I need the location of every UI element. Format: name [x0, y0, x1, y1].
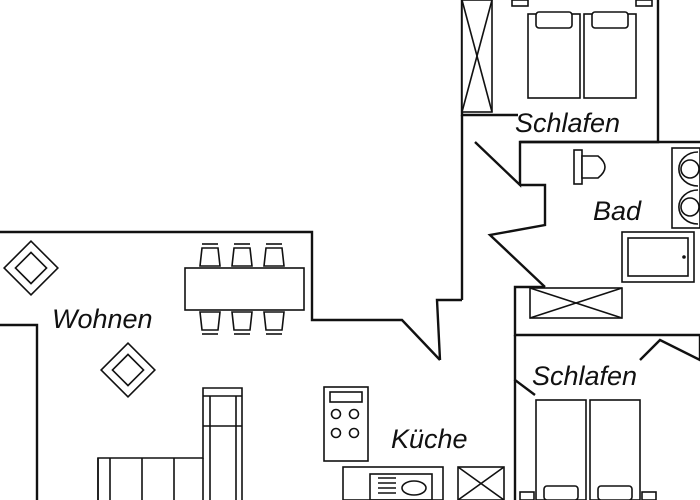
armchair-top [2, 239, 60, 297]
wardrobe-top [461, 0, 493, 113]
room-label-schlafen-bottom: Schlafen [532, 361, 637, 391]
double-bed-bottom [519, 399, 657, 500]
corner-sofa [97, 387, 243, 500]
stove [323, 386, 369, 462]
room-label-schlafen-top: Schlafen [515, 108, 620, 138]
dining-table [184, 243, 305, 335]
toilet [573, 149, 606, 185]
room-label-kueche: Küche [391, 424, 468, 454]
bathtub [621, 231, 695, 283]
armchair-bottom [99, 341, 157, 399]
wardrobe-hall [529, 287, 623, 319]
double-bed-top [511, 0, 653, 99]
sink-counter [342, 466, 444, 500]
room-label-bad: Bad [593, 196, 642, 226]
kitchen-cabinet [457, 466, 505, 500]
room-label-wohnen: Wohnen [52, 304, 153, 334]
washbasins [671, 147, 700, 229]
